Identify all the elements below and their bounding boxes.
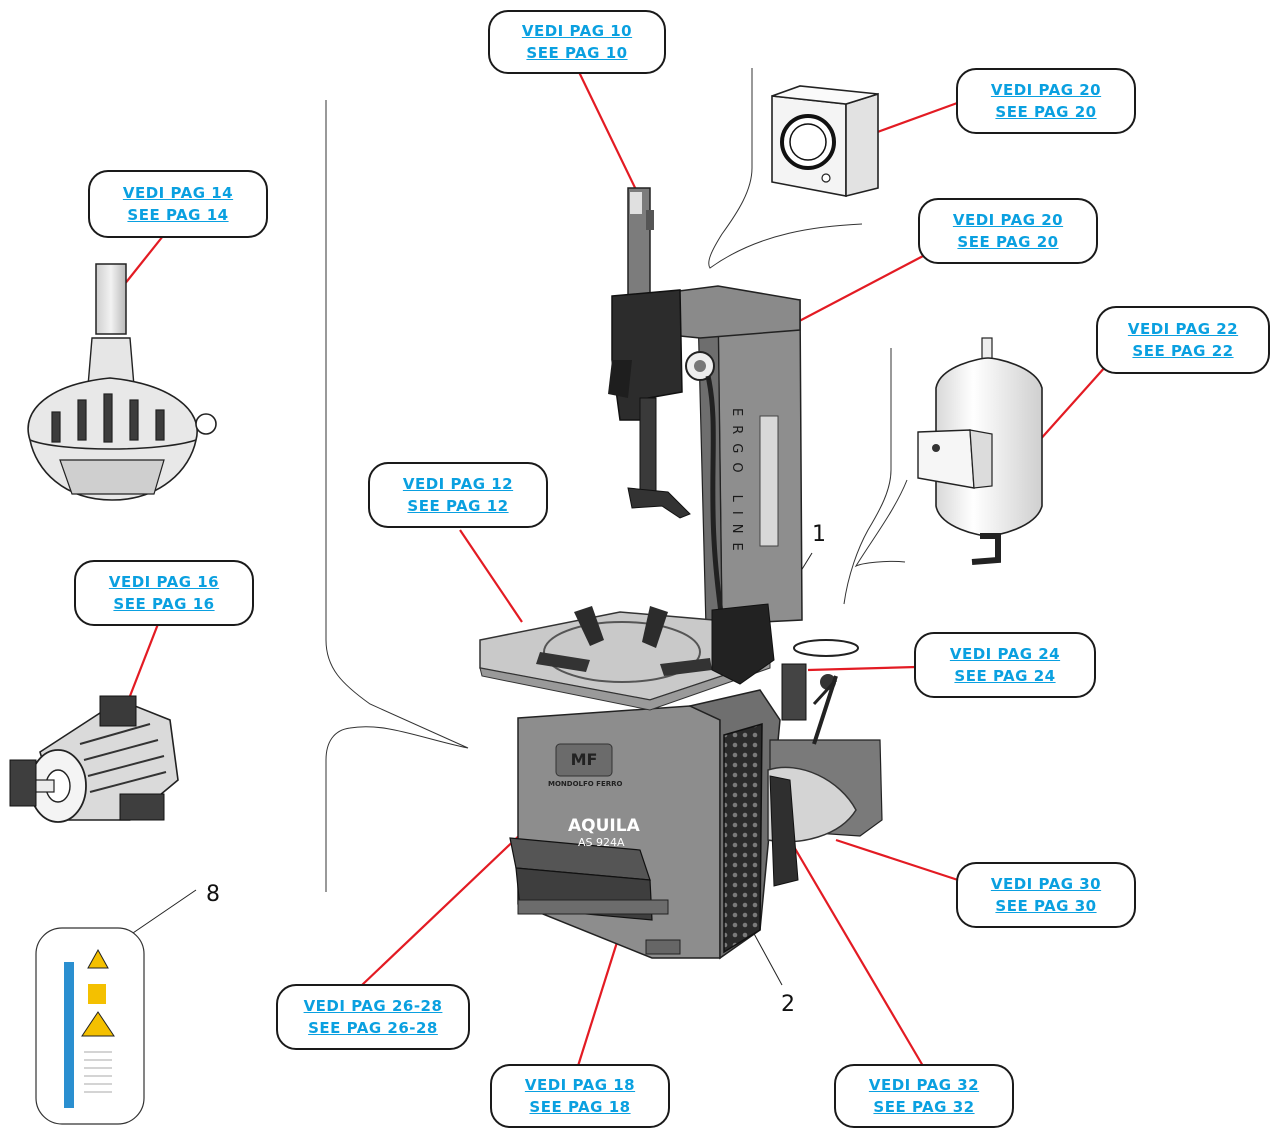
callout-link-en[interactable]: SEE PAG 16: [113, 595, 215, 613]
zone-lines: [325, 68, 908, 892]
svg-text:MF: MF: [571, 750, 598, 769]
callout-vedi-pag-18[interactable]: VEDI PAG 18 SEE PAG 18: [490, 1064, 670, 1128]
electrical-box-part: [771, 85, 879, 198]
part-number-1: 1: [812, 522, 826, 547]
callout-link-en[interactable]: SEE PAG 22: [1132, 342, 1234, 360]
callout-vedi-pag-12[interactable]: VEDI PAG 12 SEE PAG 12: [368, 462, 548, 528]
callout-link-en[interactable]: SEE PAG 24: [954, 667, 1056, 685]
callout-vedi-pag-26-28[interactable]: VEDI PAG 26-28 SEE PAG 26-28: [276, 984, 470, 1050]
callout-link-it[interactable]: VEDI PAG 16: [108, 573, 220, 591]
callout-link-it[interactable]: VEDI PAG 14: [122, 184, 234, 202]
brand-label: MONDOLFO FERRO: [548, 780, 623, 788]
callout-vedi-pag-10[interactable]: VEDI PAG 10 SEE PAG 10: [488, 10, 666, 74]
callout-vedi-pag-14[interactable]: VEDI PAG 14 SEE PAG 14: [88, 170, 268, 238]
callout-link-en[interactable]: SEE PAG 20: [957, 233, 1059, 251]
callout-link-it[interactable]: VEDI PAG 24: [949, 645, 1061, 663]
callout-link-it[interactable]: VEDI PAG 22: [1127, 320, 1239, 338]
column-label: ERGO LINE: [729, 408, 744, 560]
model-name: AQUILA: [568, 816, 640, 836]
part-number-8: 8: [206, 882, 220, 907]
callout-link-en[interactable]: SEE PAG 20: [995, 103, 1097, 121]
callout-link-en[interactable]: SEE PAG 14: [127, 206, 229, 224]
callout-vedi-pag-32[interactable]: VEDI PAG 32 SEE PAG 32: [834, 1064, 1014, 1128]
callout-link-en[interactable]: SEE PAG 32: [873, 1098, 975, 1116]
callout-link-en[interactable]: SEE PAG 18: [529, 1098, 631, 1116]
tire-changer-machine: MF: [479, 187, 883, 960]
part-number-2: 2: [781, 992, 795, 1017]
callout-link-en[interactable]: SEE PAG 30: [995, 897, 1097, 915]
gearbox-part: [27, 263, 217, 501]
callout-vedi-pag-22[interactable]: VEDI PAG 22 SEE PAG 22: [1096, 306, 1270, 374]
callout-link-it[interactable]: VEDI PAG 18: [524, 1076, 636, 1094]
callout-link-it[interactable]: VEDI PAG 26-28: [303, 997, 443, 1015]
callout-link-it[interactable]: VEDI PAG 10: [521, 22, 633, 40]
model-code: AS 924A: [578, 836, 625, 849]
callout-vedi-pag-16[interactable]: VEDI PAG 16 SEE PAG 16: [74, 560, 254, 626]
labels-sheet-part: [35, 927, 145, 1125]
callout-link-it[interactable]: VEDI PAG 30: [990, 875, 1102, 893]
callout-link-en[interactable]: SEE PAG 26-28: [308, 1019, 438, 1037]
callout-link-it[interactable]: VEDI PAG 12: [402, 475, 514, 493]
air-tank-part: [917, 337, 1043, 565]
callout-vedi-pag-30[interactable]: VEDI PAG 30 SEE PAG 30: [956, 862, 1136, 928]
electric-motor-part: [9, 695, 179, 823]
callout-link-en[interactable]: SEE PAG 10: [526, 44, 628, 62]
callout-link-it[interactable]: VEDI PAG 32: [868, 1076, 980, 1094]
callout-vedi-pag-20-electrical[interactable]: VEDI PAG 20 SEE PAG 20: [956, 68, 1136, 134]
callout-vedi-pag-20-gauge[interactable]: VEDI PAG 20 SEE PAG 20: [918, 198, 1098, 264]
callout-link-en[interactable]: SEE PAG 12: [407, 497, 509, 515]
callout-vedi-pag-24[interactable]: VEDI PAG 24 SEE PAG 24: [914, 632, 1096, 698]
callout-link-it[interactable]: VEDI PAG 20: [990, 81, 1102, 99]
callout-link-it[interactable]: VEDI PAG 20: [952, 211, 1064, 229]
